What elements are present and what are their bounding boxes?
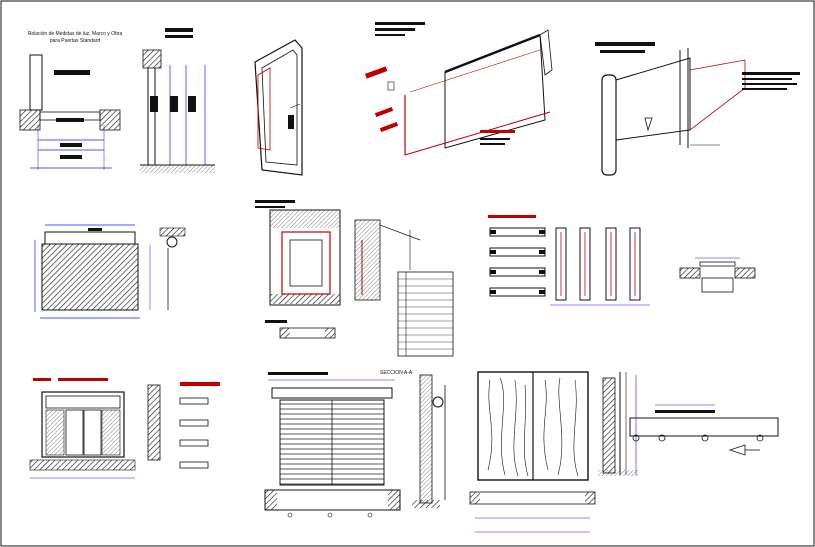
sheet-title-line-1: Relación de Medidas de luz, Marco y Obra — [28, 31, 123, 37]
panel-frame-detail-legend — [255, 200, 454, 357]
panel-swing-door-perspective — [254, 39, 303, 176]
panel-wood-sliding-double-door — [469, 371, 596, 533]
panel-sliding-track-plan — [629, 404, 779, 456]
section-label: SECCION A-A — [380, 370, 413, 376]
panel-section-a-a: SECCION A-A — [380, 370, 446, 508]
panel-louvered-door-elevation — [264, 372, 401, 518]
panel-sliding-door-perspective — [364, 22, 553, 156]
panel-double-door-transom — [29, 378, 220, 479]
panel-rolling-shutter-elevation — [34, 224, 186, 319]
panel-side-jamb-section — [598, 372, 638, 476]
panel-standard-door-measures: Relación de Medidas de luz, Marco y Obra… — [19, 31, 123, 170]
panel-frame-side-section — [140, 28, 215, 173]
panel-door-leaf-profiles — [488, 215, 650, 306]
panel-wall-opening-plan — [679, 257, 756, 293]
sheet-title-line-2: para Puertas Standard — [50, 38, 101, 44]
panel-sliding-door-column — [595, 42, 800, 176]
